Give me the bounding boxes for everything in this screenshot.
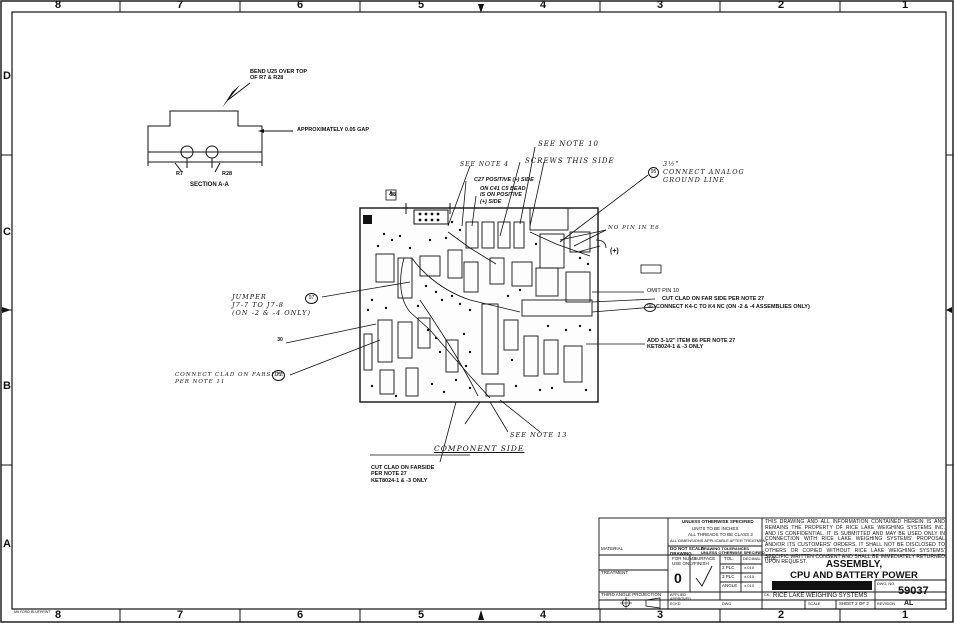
c41-note: ON C41 C5 BEAD IS ON POSITIVE (+) SIDE [480, 186, 526, 205]
component-side-label: COMPONENT SIDE [434, 444, 525, 453]
jumper-note: JUMPER J7-7 TO J7-8 (ON -2 & -4 ONLY) [232, 293, 312, 317]
treatment-label: TREATMENT [601, 570, 629, 575]
material-label: MATERIAL [601, 546, 624, 551]
zone-bottom-1: 1 [902, 609, 909, 621]
zone-top-3: 3 [657, 0, 664, 11]
connect-k4-note: CONNECT K4-C TO K4 NC (ON -2 & -4 ASSEMB… [656, 304, 810, 310]
revision-value: AL [904, 600, 914, 607]
pcb-components-pattern [366, 220, 592, 398]
blueprint-maker: MILFORD BLUEPRINT [14, 610, 51, 614]
zone-bottom-3: 3 [657, 609, 664, 621]
angle-value: ±.010 [744, 583, 754, 588]
drawing-title-line-2: CPU AND BATTERY POWER [790, 570, 918, 581]
plc3-label: 3 PLC [722, 574, 735, 579]
third-angle-label: THIRD ANGLE PROJECTION [601, 592, 662, 597]
zone-bottom-8: 8 [55, 609, 62, 621]
surface-finish: SURFACE FINISH [694, 556, 716, 566]
ck-label: CK. [764, 593, 771, 597]
finish-zero: 0 [674, 570, 682, 586]
zone-top-1: 1 [902, 0, 909, 11]
zone-left-a: A [3, 538, 11, 550]
angle-label: ANGLE [722, 583, 738, 588]
plus-marker: (+) [610, 248, 619, 255]
do-not-scale: DO NOT SCALE DRAWING [670, 546, 705, 556]
connect-analog-note: 3½" CONNECT ANALOG GROUND LINE [663, 160, 745, 184]
drawing-title-line-1: ASSEMBLY, [825, 559, 883, 570]
dwg-no-label: DWG. NO. [877, 582, 896, 586]
cut-clad-farside-note: CUT CLAD ON FARSIDE PER NOTE 27 KET8024-… [371, 465, 435, 484]
pcb-board [359, 207, 599, 403]
triangle-30: 30 [277, 337, 283, 343]
decimal-header: DECIMAL [743, 556, 761, 561]
unless-line-3: ALL THREADS TO BE CLASS 2 [688, 532, 753, 537]
see-note-13: SEE NOTE 13 [510, 431, 568, 439]
section-marker-a: A [389, 191, 393, 197]
omit-pin-note: OMIT PIN 10 [647, 288, 679, 294]
unless-line-2: UNITS TO BE INCHES [692, 526, 739, 531]
cut-clad-far-side-note: CUT CLAD ON FAR SIDE PER NOTE 27 [662, 296, 765, 302]
triangle-28: 28 [390, 192, 396, 198]
zone-left-b: B [3, 380, 11, 392]
for-nums: FOR NUMS USE ONLY [672, 556, 696, 566]
add-item-note: ADD 3-1/2" ITEM 86 PER NOTE 27 KET8024-1… [647, 338, 736, 351]
bend-note: BEND U25 OVER TOP OF R7 & R28 [250, 69, 308, 82]
scale-label: SCALE [808, 602, 821, 606]
company-name: RICE LAKE WEIGHING SYSTEMS [773, 593, 868, 599]
jumper-callout-number: 97 [305, 293, 318, 304]
zone-bottom-4: 4 [540, 609, 547, 621]
title-label: TITLE [764, 556, 777, 561]
c27-note: C27 POSITIVE (+) SIDE [474, 177, 534, 183]
plc3-value: ±.010 [744, 574, 754, 579]
zone-left-c: C [3, 226, 11, 238]
tol-header: TOL. [724, 556, 734, 561]
drawing-tolerances: DRAWING TOLERANCES UNLESS OTHERWISE SPEC… [701, 546, 765, 556]
unless-line-4: ALL DIMENSIONS APPLICABLE AFTER TREATMEN… [670, 538, 768, 543]
zone-top-2: 2 [778, 0, 785, 11]
zone-top-7: 7 [177, 0, 184, 11]
zone-bottom-5: 5 [418, 609, 425, 621]
dwg-label: DWG [722, 602, 732, 606]
see-note-10: SEE NOTE 10 [538, 140, 600, 148]
revision-label: REVISION [877, 602, 896, 606]
see-note-4: SEE NOTE 4 [460, 161, 510, 168]
plc2-label: 2 PLC [722, 565, 735, 570]
zone-top-8: 8 [55, 0, 62, 11]
r7-label: R7 [176, 171, 184, 177]
drawing-number: 59037 [898, 585, 929, 597]
zone-bottom-7: 7 [177, 609, 184, 621]
unless-line-1: UNLESS OTHERWISE SPECIFIED [682, 519, 754, 524]
connect-clad-note: CONNECT CLAD ON FARSIDE PER NOTE 11 [175, 372, 285, 385]
zone-top-6: 6 [297, 0, 304, 11]
checked-label: ECKD [670, 602, 681, 606]
zone-bottom-2: 2 [778, 609, 785, 621]
title-block-lines [598, 517, 947, 610]
r28-label: R28 [222, 171, 233, 177]
section-title: SECTION A-A [190, 182, 229, 188]
approved-label: APPROVED [670, 597, 692, 601]
plc2-value: ±.010 [744, 565, 754, 570]
analog-callout-number: 95 [648, 167, 659, 178]
sheet-label: SHEET 2 OF 2 [839, 601, 869, 606]
zone-top-4: 4 [540, 0, 547, 11]
zone-left-d: D [3, 70, 11, 82]
clad-callout-number: 75 [272, 370, 285, 381]
confidentiality-notice: THIS DRAWING AND ALL INFORMATION CONTAIN… [765, 519, 945, 566]
no-pin-note: NO PIN IN E6 [608, 225, 660, 231]
zone-top-5: 5 [418, 0, 425, 11]
zone-bottom-6: 6 [297, 609, 304, 621]
gap-note: APPROXIMATELY 0.05 GAP [297, 127, 370, 133]
screws-this-side: SCREWS THIS SIDE [525, 157, 615, 165]
k4-callout-number: 96 [644, 303, 656, 312]
applied-label: APPLIED [670, 593, 687, 597]
